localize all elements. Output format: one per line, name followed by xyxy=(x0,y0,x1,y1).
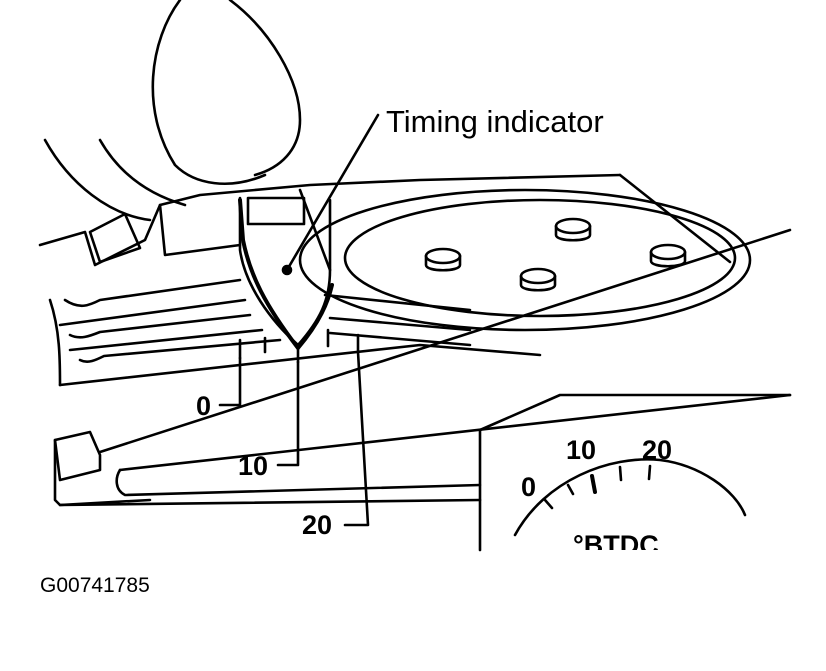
btdc-unit-label: °BTDC xyxy=(573,532,659,550)
mark-0-label: 0 xyxy=(196,391,212,421)
mark-20-label: 20 xyxy=(302,510,333,540)
engine-cover xyxy=(298,173,752,332)
bolt xyxy=(649,243,687,268)
btdc-tick-10-label: 10 xyxy=(566,435,597,465)
mark-10-label: 10 xyxy=(238,451,269,481)
timing-indicator-label: Timing indicator xyxy=(386,104,604,139)
upper-housing xyxy=(38,0,622,267)
mark-leader-lines xyxy=(218,350,370,527)
btdc-scale-inset xyxy=(478,393,792,552)
drive-belt xyxy=(53,228,792,507)
crankshaft-pulley xyxy=(48,278,542,387)
btdc-pointer-tick xyxy=(590,474,597,494)
bolt xyxy=(554,217,592,242)
btdc-tick-20-label: 20 xyxy=(642,435,673,465)
figure-id: G00741785 xyxy=(40,574,150,597)
cover-bolts xyxy=(424,217,687,292)
btdc-tick-0-label: 0 xyxy=(521,472,537,502)
bolt xyxy=(519,267,557,292)
pulley-timing-marks xyxy=(238,328,360,364)
timing-indicator-pointer xyxy=(281,113,380,276)
bolt xyxy=(424,247,462,272)
